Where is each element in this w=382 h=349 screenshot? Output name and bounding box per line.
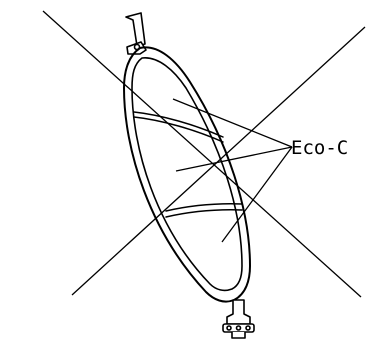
segment-dividers <box>133 111 243 218</box>
prohibition-cross-icon <box>42 10 366 298</box>
bottom-connector <box>222 299 255 339</box>
callout-leaders <box>172 98 293 243</box>
mounting-arm <box>125 12 147 55</box>
blade-frame <box>123 46 251 303</box>
callout-label: Eco-C <box>291 137 348 159</box>
